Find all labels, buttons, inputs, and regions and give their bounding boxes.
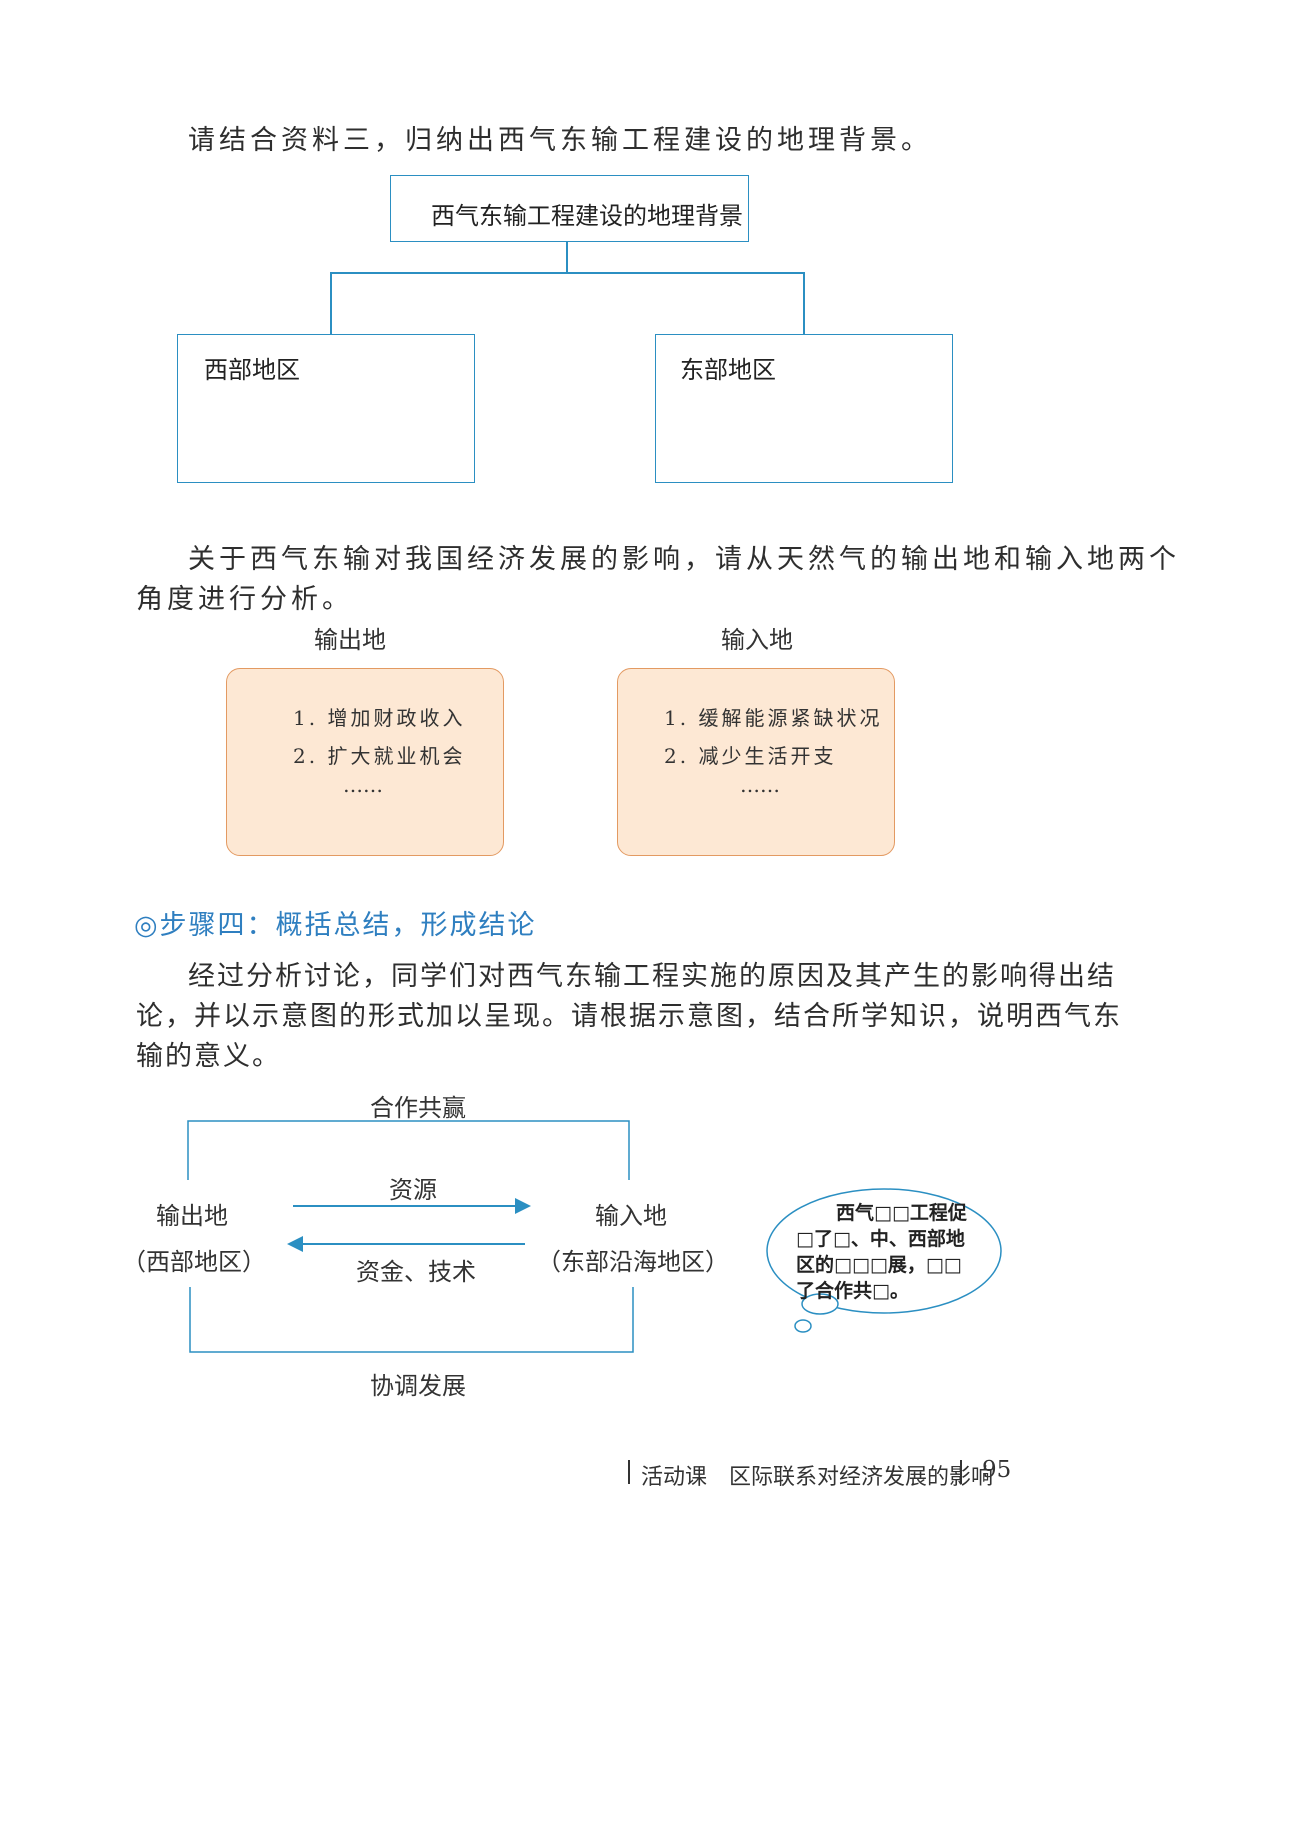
connector-vertical bbox=[566, 242, 568, 272]
impact-prompt-line2: 角度进行分析。 bbox=[136, 584, 353, 615]
east-region-label: 东部地区 bbox=[680, 356, 776, 384]
connector-horizontal bbox=[330, 272, 804, 274]
impact-prompt-line1: 关于西气东输对我国经济发展的影响，请从天然气的输出地和输入地两个 bbox=[188, 544, 1180, 575]
page-number: 95 bbox=[982, 1457, 1012, 1483]
east-region-box: 东部地区 bbox=[655, 334, 953, 483]
input-item-ellipsis: …… bbox=[740, 773, 780, 797]
input-item-1: 1. 缓解能源紧缺状况 bbox=[664, 706, 883, 730]
step4-para-line2: 论，并以示意图的形式加以呈现。请根据示意图，结合所学知识，说明西气东 bbox=[136, 1001, 1122, 1032]
footer-divider-right bbox=[960, 1460, 962, 1484]
connector-right bbox=[803, 272, 805, 334]
background-root-label: 西气东输工程建设的地理背景 bbox=[431, 202, 743, 230]
input-region-title: 输入地 bbox=[721, 626, 793, 654]
flow-capital-label: 资金、技术 bbox=[356, 1258, 476, 1286]
output-item-1: 1. 增加财政收入 bbox=[293, 706, 466, 730]
step4-para-line3: 输的意义。 bbox=[136, 1041, 281, 1072]
input-impact-card: 1. 缓解能源紧缺状况 2. 减少生活开支 …… bbox=[617, 668, 895, 856]
bubble-line-1: 西气□□工程促 bbox=[836, 1202, 967, 1224]
flow-top-label: 合作共赢 bbox=[370, 1094, 466, 1122]
flow-right-sub: （东部沿海地区） bbox=[537, 1248, 729, 1276]
step4-para-line1: 经过分析讨论，同学们对西气东输工程实施的原因及其产生的影响得出结 bbox=[188, 961, 1116, 992]
bubble-line-2: □了□、中、西部地 bbox=[796, 1228, 965, 1250]
output-item-ellipsis: …… bbox=[343, 773, 383, 797]
section3-prompt: 请结合资料三，归纳出西气东输工程建设的地理背景。 bbox=[188, 125, 932, 156]
flow-resource-label: 资源 bbox=[389, 1176, 437, 1204]
connector-left bbox=[330, 272, 332, 334]
flow-left-sub: （西部地区） bbox=[122, 1248, 266, 1276]
bubble-line-3: 区的□□□展，□□ bbox=[796, 1254, 962, 1276]
bubble-line-4: 了合作共□。 bbox=[796, 1280, 909, 1302]
step4-heading: ◎步骤四：概括总结，形成结论 bbox=[134, 910, 537, 941]
west-region-label: 西部地区 bbox=[204, 356, 300, 384]
background-root-box: 西气东输工程建设的地理背景 bbox=[390, 175, 749, 242]
flow-right-title: 输入地 bbox=[595, 1202, 667, 1230]
footer-divider-left bbox=[628, 1460, 630, 1484]
flow-bottom-label: 协调发展 bbox=[370, 1372, 466, 1400]
input-item-2: 2. 减少生活开支 bbox=[664, 744, 837, 768]
footer-chapter-title: 活动课 区际联系对经济发展的影响 bbox=[641, 1465, 994, 1490]
output-region-title: 输出地 bbox=[314, 626, 386, 654]
output-item-2: 2. 扩大就业机会 bbox=[293, 744, 466, 768]
flow-left-title: 输出地 bbox=[156, 1202, 228, 1230]
west-region-box: 西部地区 bbox=[177, 334, 475, 483]
output-impact-card: 1. 增加财政收入 2. 扩大就业机会 …… bbox=[226, 668, 504, 856]
thought-bubble-text: 西气□□工程促 □了□、中、西部地 区的□□□展，□□ 了合作共□。 bbox=[796, 1200, 967, 1304]
